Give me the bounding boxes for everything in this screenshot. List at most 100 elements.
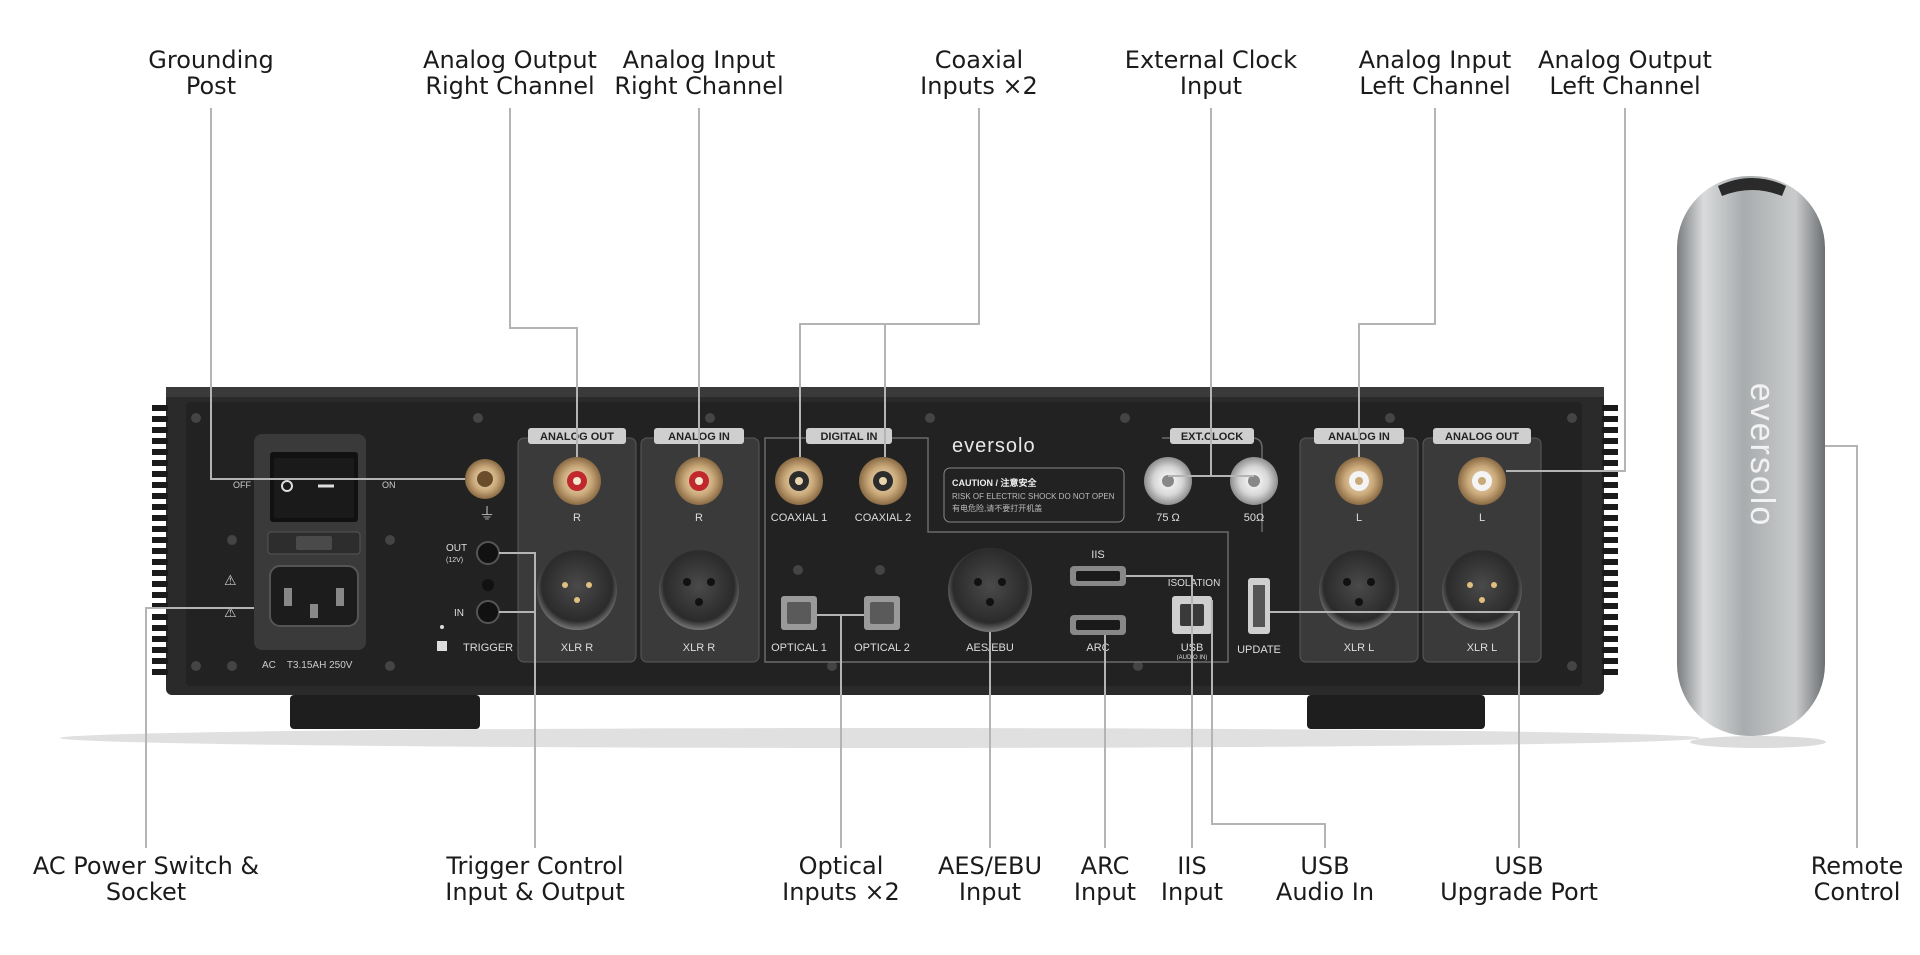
heat-sink-fin [152,493,168,499]
heat-sink-fin [152,592,168,598]
heat-sink-fin [1602,482,1618,488]
callout-iis: IIS Input [1161,853,1223,905]
xlr-out-l[interactable] [1442,550,1522,630]
heat-sink-fin [152,405,168,411]
heat-sink-fin [1602,471,1618,477]
coaxial-2-label: COAXIAL 2 [855,512,911,524]
trigger-out-label: OUT [446,543,467,554]
section-label: ANALOG OUT [1445,431,1519,443]
callout-analog-input-right: Analog Input Right Channel [614,47,783,99]
callout-line: Post [185,72,237,100]
callout-grounding: Grounding Post [148,47,273,99]
optical-1-label: OPTICAL 1 [771,642,827,654]
callout-coaxial-inputs: Coaxial Inputs ×2 [920,47,1038,99]
trigger-out-voltage-label: (12V) [446,557,463,564]
callout-line: External Clock [1124,46,1298,74]
callout-line: Input [1073,878,1137,906]
xlr-out-r[interactable] [537,550,617,630]
update-label: UPDATE [1237,644,1281,656]
callout-usb-audio: USB Audio In [1276,853,1374,905]
heat-sink-fin [152,449,168,455]
leader-optical [817,614,864,848]
analog-in-left-panel: ANALOG IN L XLR L [1299,428,1419,663]
heat-sink-fin [152,625,168,631]
analog-in-right-panel: ANALOG IN R XLR R [640,428,760,663]
callout-line: Left Channel [1359,72,1511,100]
callout-line: Inputs ×2 [782,878,900,906]
heat-sink-fin [1602,603,1618,609]
heat-sink-fin [1602,669,1618,675]
caution-line-2: 有电危险,请不要打开机盖 [952,503,1042,513]
optical-2-label: OPTICAL 2 [854,642,910,654]
section-label: EXT.CLOCK [1181,431,1243,443]
leader-ain-l [1358,108,1436,457]
callout-line: Analog Output [423,46,597,74]
callout-arc: ARC Input [1074,853,1136,905]
heat-sink-fin [1602,581,1618,587]
heat-sink-fin [152,537,168,543]
heat-sink-fin [152,482,168,488]
heat-sink-fin [152,647,168,653]
fuse-holder [296,536,332,550]
heat-sink-fin [1602,515,1618,521]
analog-out-right-panel: ANALOG OUT R XLR R [517,428,637,663]
heat-sink-fin [1602,636,1618,642]
callout-aes-ebu: AES/EBU Input [938,853,1042,905]
caution-line-1: RISK OF ELECTRIC SHOCK DO NOT OPEN [952,492,1115,501]
remote-control: eversolo [1677,176,1826,748]
callout-external-clock: External Clock Input [1125,47,1297,99]
heat-sink-fin [152,614,168,620]
trigger-in-jack[interactable] [476,600,500,624]
leader-lines [145,108,1858,848]
heat-sink-fin [152,559,168,565]
leader-usbaudio [1211,600,1326,848]
heat-sink-fin [1602,570,1618,576]
channel-label: R [573,512,581,524]
foot-left [290,695,480,729]
switch-on-label: ON [382,480,396,490]
heat-sink-fin [1602,614,1618,620]
ac-socket[interactable] [269,565,359,627]
callout-line: Analog Input [1358,46,1512,74]
leader-extclock [1168,108,1254,477]
grounding-post[interactable]: ⏚ [465,459,505,523]
xlr-label: XLR L [1467,642,1498,654]
callout-line: Socket [105,878,187,906]
heat-sink-fin [1602,658,1618,664]
channel-label: R [695,512,703,524]
heat-sink-fin [1602,548,1618,554]
trigger-out-jack[interactable] [476,541,500,565]
warning-icon: ⚠ [224,572,237,588]
heat-sink-fin [1602,427,1618,433]
callout-line: Analog Output [1538,46,1712,74]
callout-analog-output-right: Analog Output Right Channel [423,47,597,99]
heat-sink-fin [152,438,168,444]
callout-line: Input [958,878,1022,906]
xlr-in-r[interactable] [659,550,739,630]
heat-sink-fin [152,416,168,422]
analog-out-left-panel: ANALOG OUT L XLR L [1422,428,1542,663]
heat-sink-fin [1602,559,1618,565]
heat-sink-fin [152,427,168,433]
power-switch[interactable] [274,458,354,518]
isolation-label: ISOLATION [1168,578,1221,589]
xlr-in-l[interactable] [1319,550,1399,630]
leader-trigger [499,552,536,848]
heat-sink-fin [1602,405,1618,411]
callout-line: USB [1494,852,1544,880]
leader-ac [145,607,254,848]
callout-analog-input-left: Analog Input Left Channel [1359,47,1512,99]
callout-line: Coaxial [934,46,1024,74]
remote-brand-logo: eversolo [1743,383,1781,528]
brand-logo: eversolo [952,435,1036,457]
heat-sink-fin [152,471,168,477]
heat-sink-fin [1602,537,1618,543]
heat-sink-fin [1602,592,1618,598]
callout-line: Remote [1810,852,1904,880]
ground-symbol-icon: ⏚ [479,505,495,523]
callout-line: AES/EBU [937,852,1043,880]
leader-usbupgrade [1270,611,1520,848]
aes-ebu-jack[interactable] [948,548,1032,632]
